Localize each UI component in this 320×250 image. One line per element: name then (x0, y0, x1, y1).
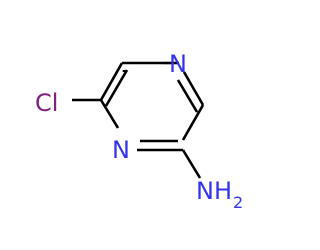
substituent-bonds (72, 98, 202, 179)
atom-n-bottom-label: N (112, 136, 130, 164)
bond-c3-c5 (99, 62, 124, 101)
bond-c3-c5-inner (104, 69, 129, 107)
bond-c1-n (181, 149, 202, 179)
bond-n4-c4 (182, 71, 205, 106)
atom-nh2-subscript: 2 (233, 193, 243, 212)
atom-cl-label: Cl (35, 89, 58, 117)
ring-bonds (99, 61, 205, 152)
molecule-structure-diagram: N N Cl NH 2 (35, 50, 243, 212)
bond-n4-c4-inner (176, 79, 199, 113)
atom-nh2-main: NH (196, 177, 232, 205)
atom-nh2-label: NH 2 (196, 177, 243, 212)
bond-c5-n6 (99, 99, 120, 129)
atom-n-top-label: N (169, 50, 187, 78)
bond-c4-c1 (181, 104, 205, 141)
